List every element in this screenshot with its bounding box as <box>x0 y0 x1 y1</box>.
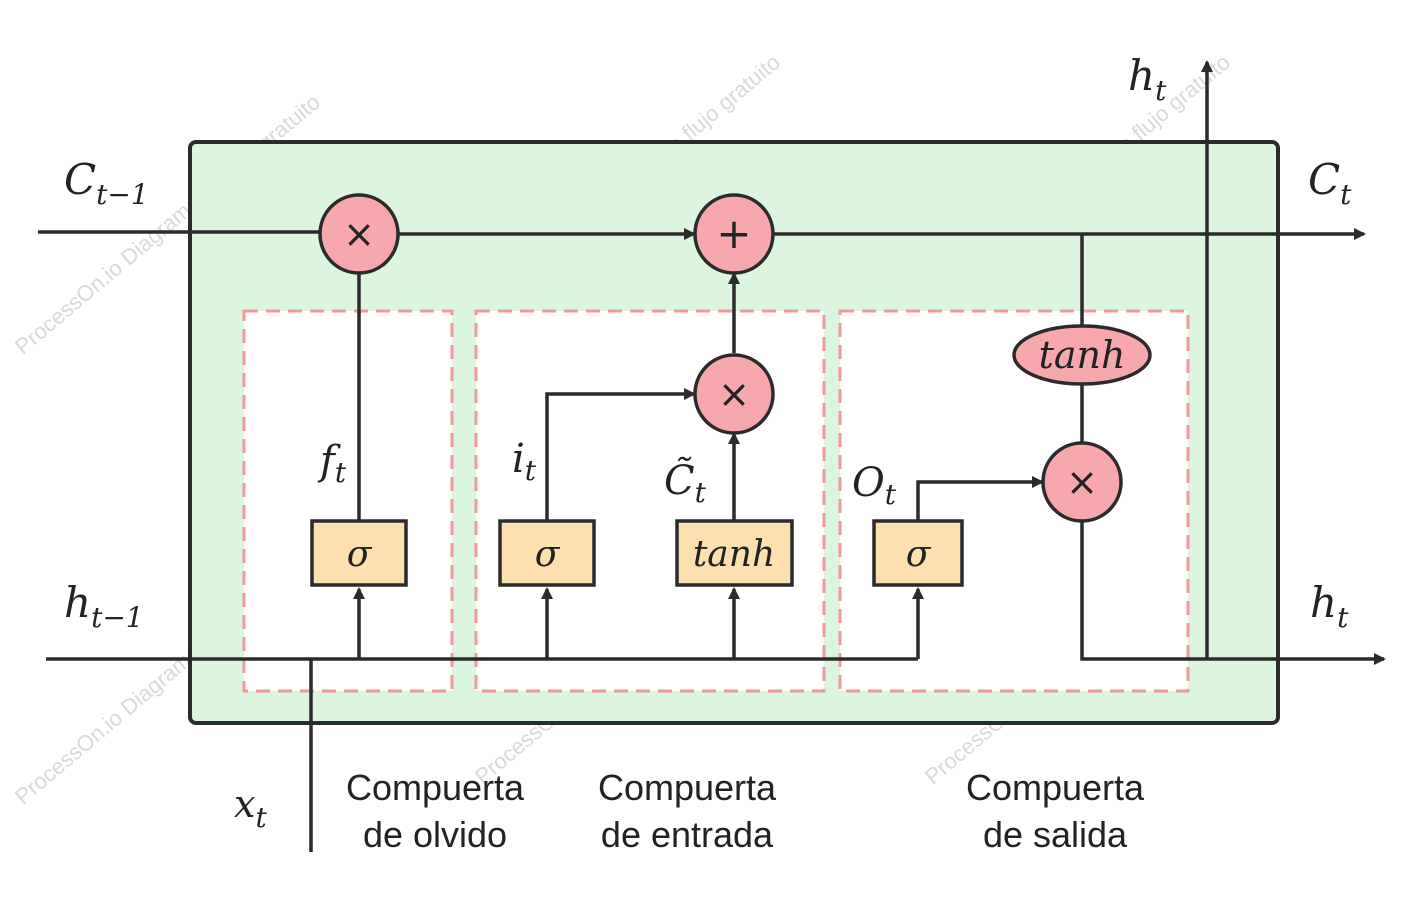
multiply-symbol: × <box>343 212 375 256</box>
c-prev-label: Ct−1 <box>64 155 149 211</box>
input-it-line <box>545 388 696 520</box>
tanh-text: tanh <box>693 534 775 575</box>
x-t-label: xt <box>234 782 267 834</box>
h-t-right-label: ht <box>1310 578 1349 634</box>
tanh-text: tanh <box>1039 333 1126 377</box>
c-tilde-label: C̃t <box>664 457 707 509</box>
forget-gate-caption-line1: Compuerta <box>346 767 525 808</box>
output-gate-caption-line2: de salida <box>983 814 1128 855</box>
forget-gate-region <box>242 309 454 693</box>
input-sigma-box: σ <box>498 519 596 587</box>
hidden-out-line <box>1080 520 1386 665</box>
h-prev-label: ht−1 <box>64 578 144 634</box>
output-tanh-op: tanh <box>1012 324 1152 386</box>
input-gate-caption-line1: Compuerta <box>598 767 777 808</box>
output-sigma-box: σ <box>872 519 964 587</box>
input-gate-region <box>474 309 826 693</box>
i-t-label: it <box>512 436 537 487</box>
h-t-top-label: ht <box>1128 51 1167 107</box>
output-gate-caption-line1: Compuerta <box>966 767 1145 808</box>
multiply-symbol: × <box>1066 460 1098 504</box>
input-multiply-op: × <box>693 353 775 435</box>
forget-multiply-op: × <box>318 193 400 275</box>
sigma-text: σ <box>535 534 561 575</box>
c-t-label: Ct <box>1308 155 1352 211</box>
sigma-text: σ <box>906 534 932 575</box>
add-op: + <box>693 193 775 275</box>
forget-sigma-box: σ <box>310 519 408 587</box>
output-ot-line <box>916 476 1044 520</box>
sigma-text: σ <box>347 534 373 575</box>
output-multiply-op: × <box>1041 441 1123 523</box>
input-tanh-box: tanh <box>675 519 794 587</box>
add-symbol: + <box>716 209 751 258</box>
forget-gate-caption-line2: de olvido <box>363 814 507 855</box>
input-gate-caption-line2: de entrada <box>601 814 774 855</box>
o-t-label: Ot <box>852 460 897 511</box>
multiply-symbol: × <box>718 372 750 416</box>
